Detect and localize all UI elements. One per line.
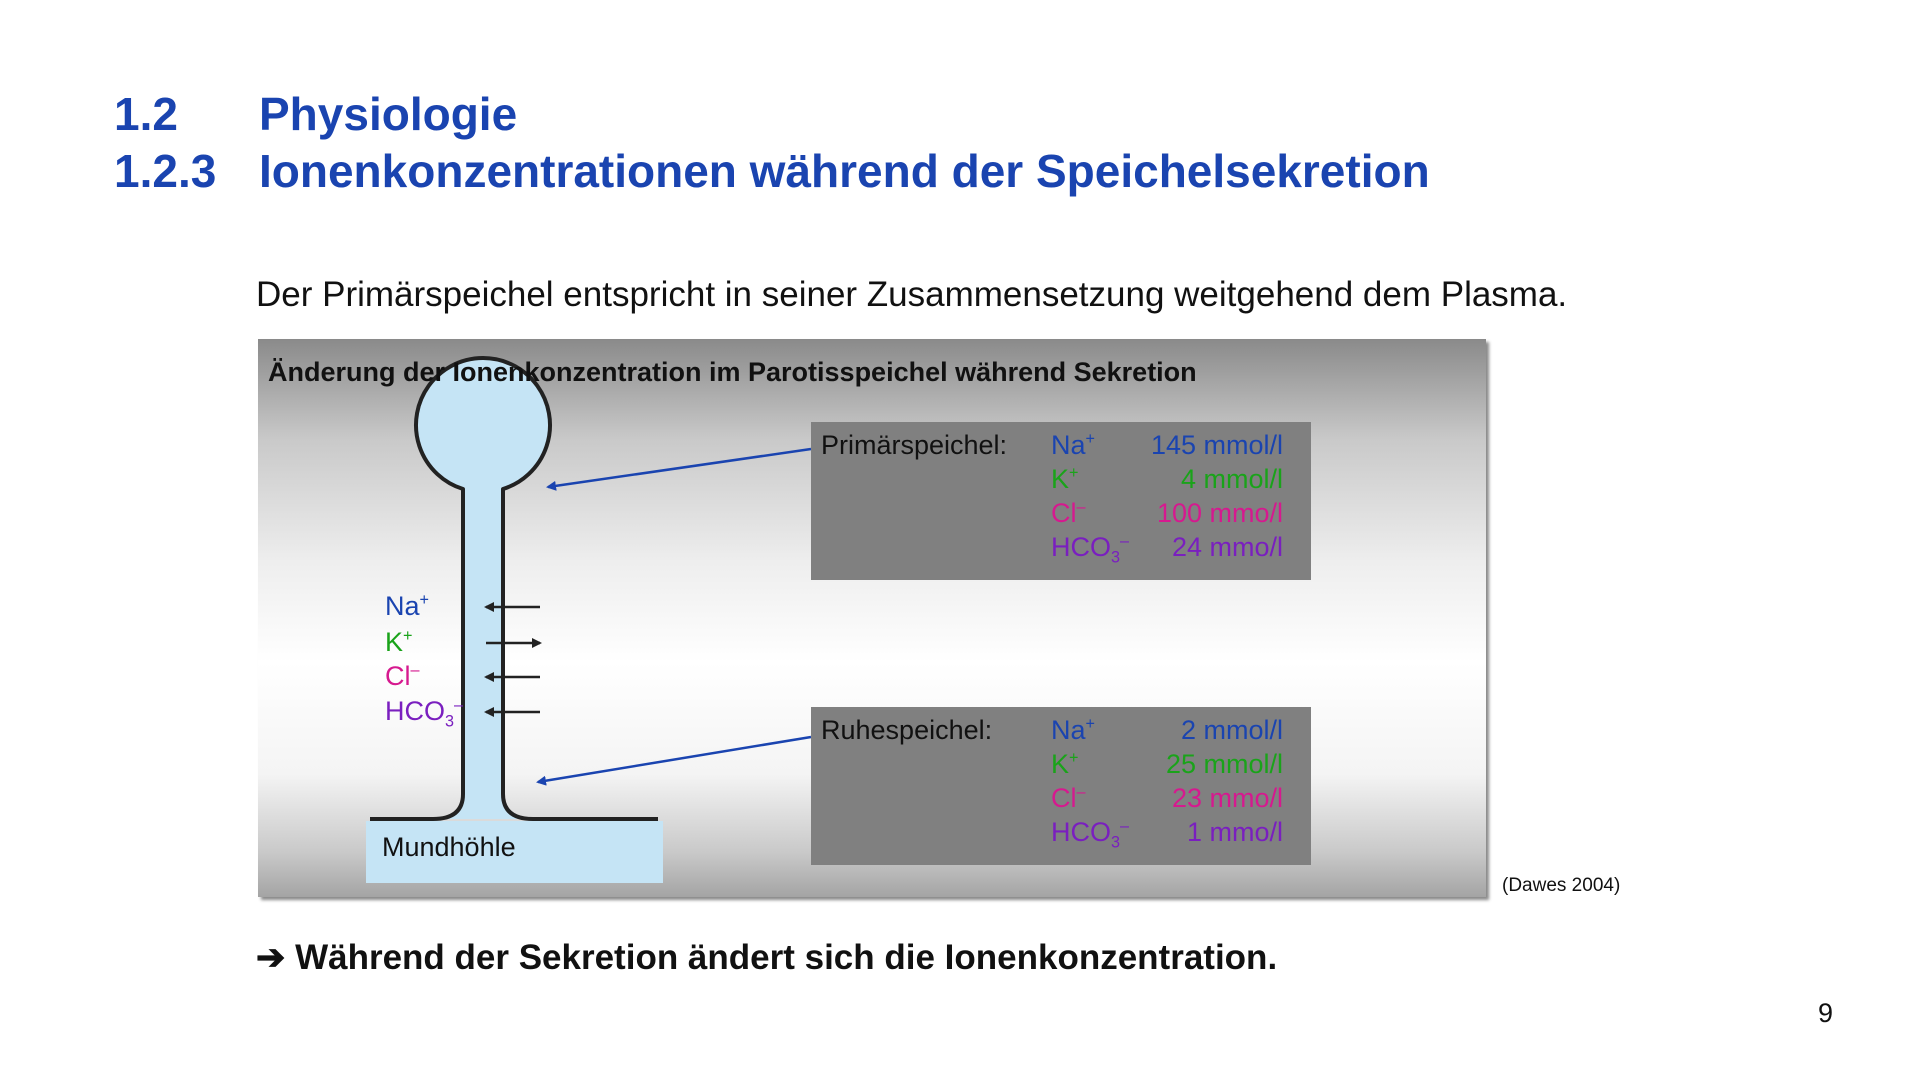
- resting-ion-name-charge: –: [1076, 783, 1086, 801]
- primary-ion-value: 100 mmo/l: [1156, 498, 1283, 528]
- resting-ion-row: Na+ 2 mmol/l: [1051, 715, 1283, 749]
- resting-ion-value: 1 mmo/l: [1186, 817, 1283, 847]
- salivary-gland-diagram: [366, 356, 812, 883]
- primary-ion-row: Cl– 100 mmo/l: [1051, 498, 1283, 532]
- duct-ion-name: Na+: [385, 591, 429, 621]
- resting-ion-name-subscript: 3: [1111, 833, 1121, 852]
- primary-ion-name-charge: –: [1076, 498, 1086, 516]
- subsection-number: 1.2.3: [114, 145, 217, 197]
- primary-ion-name: K+: [1051, 464, 1079, 494]
- conclusion-text: Während der Sekretion ändert sich die Io…: [295, 938, 1278, 977]
- duct-ion-name: K+: [385, 627, 413, 657]
- primary-ion-value: 145 mmol/l: [1150, 430, 1283, 460]
- resting-ion-name: Cl–: [1051, 783, 1086, 813]
- subsection-title: Ionenkonzentrationen während der Speiche…: [259, 145, 1430, 197]
- primary-ion-name: Cl–: [1051, 498, 1086, 528]
- resting-pointer: [536, 735, 812, 786]
- resting-ion-value: 2 mmol/l: [1180, 715, 1283, 745]
- duct-ion-name-charge: –: [410, 661, 420, 679]
- resting-ion-name: K+: [1051, 749, 1079, 779]
- primary-ion-value: 4 mmol/l: [1180, 464, 1283, 494]
- duct-ion-name-charge: +: [419, 591, 429, 609]
- resting-ion-name-charge: +: [1085, 715, 1095, 733]
- section-number: 1.2: [114, 88, 178, 140]
- resting-ion-row: Cl– 23 mmo/l: [1051, 783, 1283, 817]
- primary-ion-name-charge: +: [1085, 430, 1095, 448]
- subsection-heading: 1.2.3 Ionenkonzentrationen während der Sp…: [114, 148, 1430, 194]
- duct-ion-label: Cl–: [385, 661, 420, 692]
- primary-saliva-label: Primärspeichel:: [821, 430, 1008, 460]
- conclusion: ➔ Während der Sekretion ändert sich die …: [256, 938, 1277, 978]
- duct-ion-label: HCO3–: [385, 696, 464, 731]
- primary-pointer: [546, 447, 812, 491]
- duct-ion-name-subscript: 3: [445, 712, 455, 731]
- page-number: 9: [1818, 998, 1834, 1028]
- duct-ion-name: Cl–: [385, 661, 420, 691]
- duct-ion-name: HCO3–: [385, 696, 464, 731]
- citation: (Dawes 2004): [1502, 875, 1621, 896]
- resting-ion-name: HCO3–: [1051, 817, 1130, 852]
- resting-ion-name-charge: +: [1069, 749, 1079, 767]
- primary-ion-row: Na+ 145 mmol/l: [1051, 430, 1283, 464]
- primary-ion-name-charge: +: [1069, 464, 1079, 482]
- section-heading: 1.2 Physiologie: [114, 91, 517, 137]
- arrow-right-icon: ➔: [256, 938, 286, 977]
- primary-ion-value: 24 mmo/l: [1171, 532, 1283, 562]
- resting-ion-value: 25 mmol/l: [1165, 749, 1283, 779]
- duct-ion-label: K+: [385, 627, 412, 658]
- primary-ion-name: Na+: [1051, 430, 1095, 460]
- primary-ion-row: HCO3– 24 mmo/l: [1051, 532, 1283, 566]
- resting-saliva-label: Ruhespeichel:: [821, 715, 993, 745]
- ion-concentration-figure: Änderung der Ionenkonzentration im Parot…: [258, 339, 1486, 897]
- mouth-cavity: [366, 821, 663, 883]
- figure-title: Änderung der Ionenkonzentration im Parot…: [268, 357, 1197, 387]
- resting-ion-row: K+ 25 mmol/l: [1051, 749, 1283, 783]
- mouth-label: Mundhöhle: [382, 832, 516, 862]
- duct-ion-name-charge: –: [454, 696, 464, 714]
- gland-lumen: [370, 356, 658, 821]
- resting-ion-name: Na+: [1051, 715, 1095, 745]
- duct-ion-label: Na+: [385, 591, 429, 622]
- duct-ion-name-charge: +: [403, 627, 413, 645]
- intro-text: Der Primärspeichel entspricht in seiner …: [256, 275, 1568, 314]
- resting-ion-value: 23 mmo/l: [1171, 783, 1283, 813]
- resting-ion-name-charge: –: [1120, 817, 1130, 835]
- primary-ion-name-charge: –: [1120, 532, 1130, 550]
- primary-ion-row: K+ 4 mmol/l: [1051, 464, 1283, 498]
- primary-ion-name-subscript: 3: [1111, 548, 1121, 567]
- resting-ion-row: HCO3– 1 mmo/l: [1051, 817, 1283, 851]
- section-title: Physiologie: [259, 88, 518, 140]
- primary-ion-name: HCO3–: [1051, 532, 1130, 567]
